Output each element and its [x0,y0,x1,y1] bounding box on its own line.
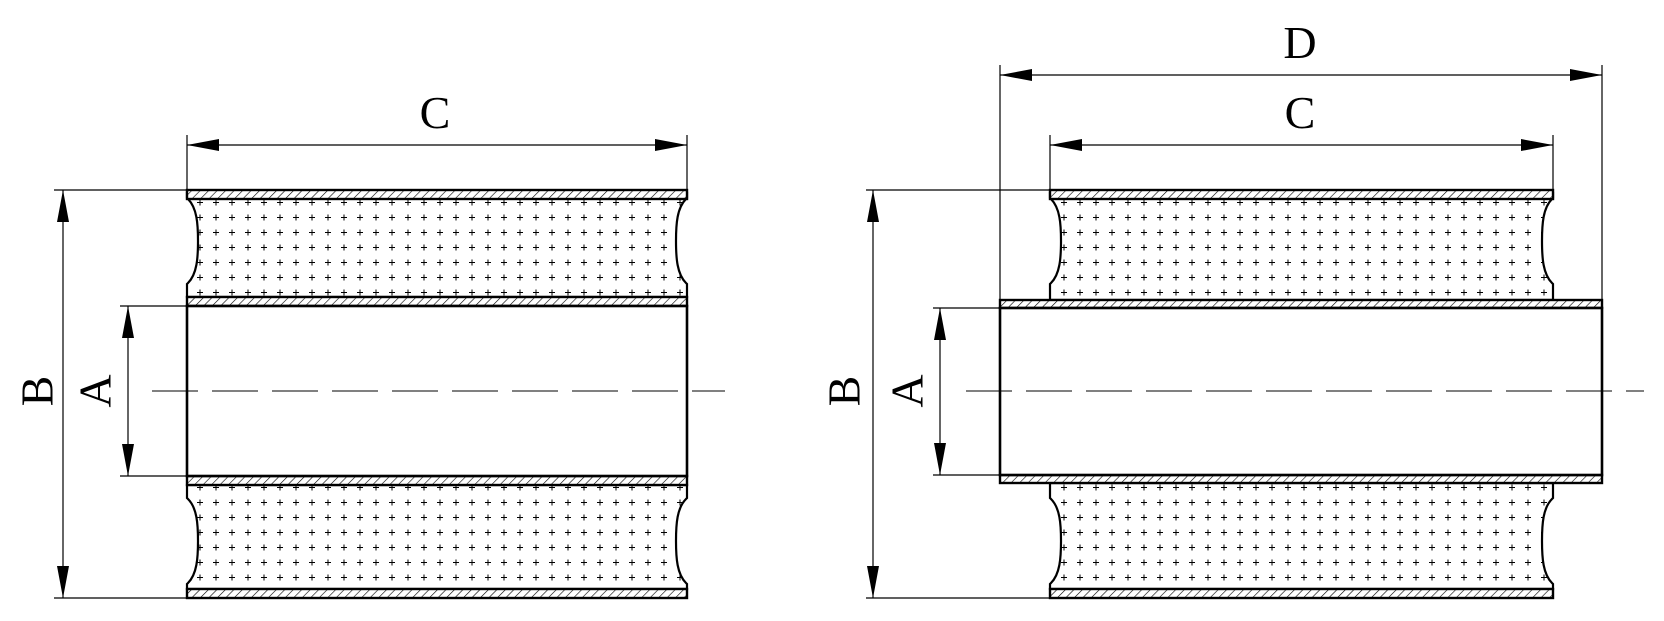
left-c-label: C [420,87,451,138]
right-dimension-d: D [999,17,1603,301]
right-b-label: B [819,376,870,407]
left-dimension-c: C [186,87,688,191]
left-dimension-a: A [70,305,187,477]
left-top-inner-sleeve [185,295,689,308]
left-b-label: B [12,376,63,407]
right-top-rubber [1048,191,1555,302]
right-c-label: C [1285,87,1316,138]
left-a-label: A [70,374,121,407]
right-d-label: D [1283,17,1316,68]
right-dimension-b: B [819,189,1050,599]
left-top-rubber [185,191,689,299]
right-top-outer-sleeve [1048,188,1555,201]
left-dimension-b: B [12,189,187,599]
left-bottom-rubber [185,483,689,591]
right-dimension-a: A [882,307,1000,476]
right-bottom-rubber [1048,481,1555,591]
right-bushing [966,188,1644,600]
left-top-outer-sleeve [185,188,689,201]
right-dimension-c: C [1049,87,1554,191]
left-bottom-inner-sleeve [185,474,689,487]
left-bottom-outer-sleeve [185,587,689,600]
left-bushing [152,188,725,600]
right-bottom-outer-sleeve [1048,587,1555,600]
right-a-label: A [882,374,933,407]
